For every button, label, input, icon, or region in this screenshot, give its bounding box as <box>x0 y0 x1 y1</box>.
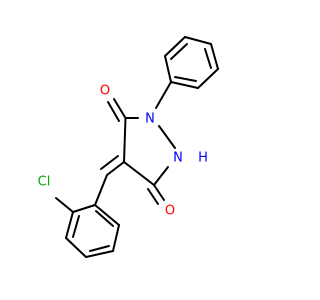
nitrogen-label: N <box>145 112 155 127</box>
aryl-inner-bond-3 <box>95 210 114 227</box>
bond-c5-o1 <box>113 98 127 119</box>
bond-c5-o1-double <box>107 101 120 122</box>
bond-c3-c4 <box>123 161 155 186</box>
aryl-bond-1 <box>72 204 96 213</box>
bond-aryl-cl <box>55 197 74 213</box>
oxygen-label-bottom: O <box>165 204 175 219</box>
aryl-bond-3 <box>65 237 87 258</box>
oxygen-label-top: O <box>100 84 110 99</box>
bond-methine-aryl <box>94 174 108 206</box>
aryl-bond-5 <box>112 224 120 252</box>
aryl-bond-4 <box>85 250 114 258</box>
bond-lines <box>55 36 219 258</box>
phenyl-inner-bond-1 <box>170 43 188 60</box>
atom-labels: O N N H O Cl <box>38 84 208 219</box>
aryl-bond-2 <box>65 211 74 239</box>
bond-n1-n2 <box>158 125 176 149</box>
phenyl-inner-bond-3 <box>174 76 197 82</box>
bond-c4-c5 <box>123 117 127 163</box>
phenyl-bond-3 <box>184 36 212 45</box>
aryl-inner-bond-2 <box>89 245 110 252</box>
phenyl-bond-5 <box>197 68 219 89</box>
hydrogen-label-nh: H <box>198 151 208 166</box>
chlorine-label: Cl <box>38 175 51 190</box>
aryl-inner-bond-1 <box>72 215 80 238</box>
phenyl-inner-bond-2 <box>204 48 212 69</box>
phenyl-bond-1 <box>164 55 172 83</box>
chemical-structure: O N N H O Cl <box>38 36 219 258</box>
phenyl-bond-4 <box>210 43 219 70</box>
bond-c3-o2 <box>153 184 165 201</box>
bond-n1-phenyl <box>155 81 172 109</box>
bond-n2-c3 <box>153 166 169 186</box>
bond-c3-o2-double <box>147 188 159 205</box>
phenyl-bond-6 <box>170 81 199 89</box>
bond-c4-methine-double <box>100 155 119 170</box>
phenyl-bond-2 <box>164 36 186 57</box>
nitrogen-label-nh: N <box>173 151 183 166</box>
aryl-bond-6 <box>94 204 120 226</box>
bond-c4-methine <box>106 161 125 176</box>
